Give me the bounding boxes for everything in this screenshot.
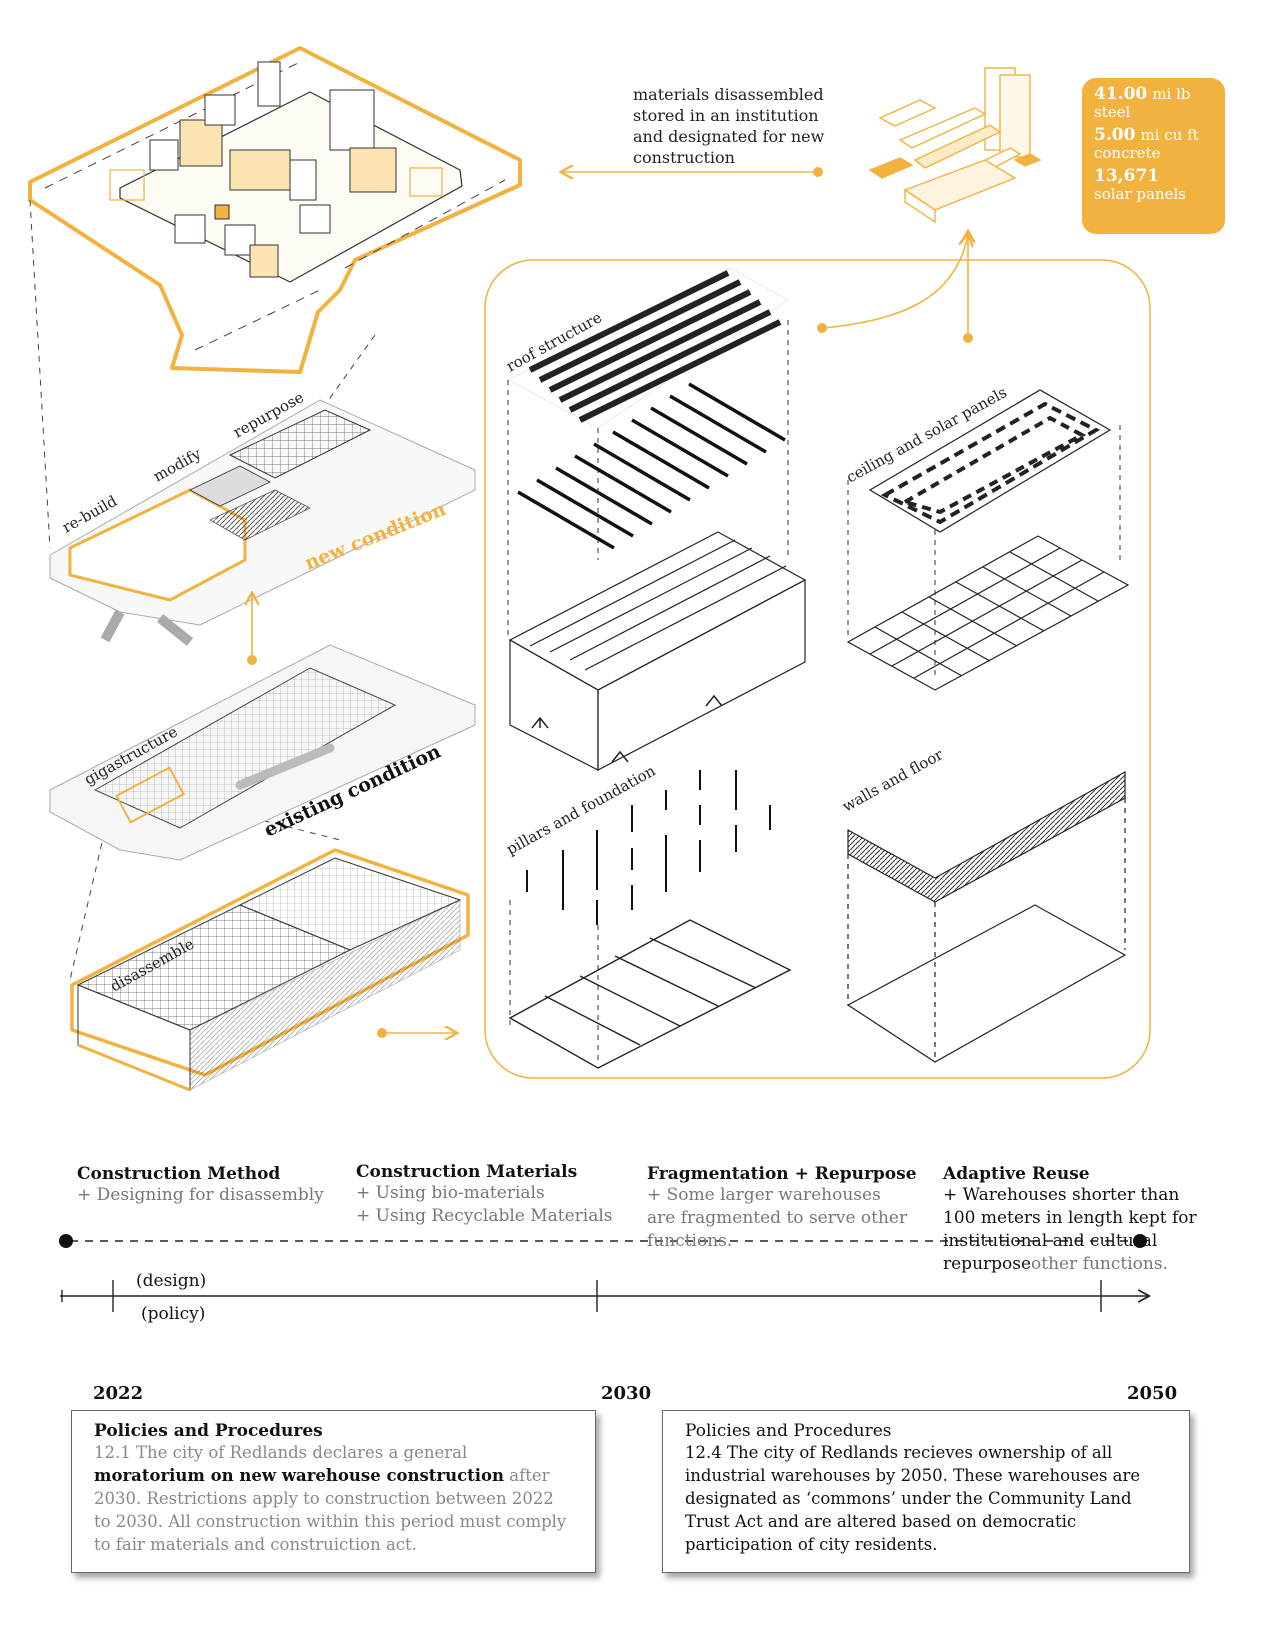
beams-drawing	[517, 382, 786, 550]
ceiling-grid-drawing	[846, 535, 1130, 691]
exploded-view-frame	[484, 259, 1151, 1079]
walls-floor-drawing	[846, 770, 1127, 1063]
warehouse-drawing	[70, 848, 470, 1092]
callout-line: construction	[633, 148, 735, 167]
policy-emphasis: moratorium on new warehouse construction	[94, 1466, 505, 1485]
stat-steel: 41.00 mi lb steel	[1094, 84, 1213, 121]
policy-body: 12.1 The city of Redlands declares a gen…	[94, 1441, 573, 1556]
stat-value: 5.00	[1094, 125, 1136, 145]
year-2050: 2050	[1127, 1383, 1178, 1404]
roof-structure-drawing	[507, 267, 789, 640]
strategy-line: + Using Recyclable Materials	[356, 1206, 613, 1226]
stat-value: 13,671	[1094, 166, 1160, 186]
strategy-line: + Using bio-materials	[356, 1183, 545, 1203]
materials-stat-box: 41.00 mi lb steel 5.00 mi cu ft concrete…	[1082, 78, 1225, 234]
policy-title: Policies and Procedures	[94, 1421, 323, 1441]
stat-unit: mi cu ft	[1140, 126, 1199, 144]
strategy-line: are fragmented to serve other	[647, 1208, 908, 1228]
solar-panels-drawing	[868, 389, 1112, 533]
stat-concrete: 5.00 mi cu ft concrete	[1094, 125, 1213, 162]
policy-box-2022: Policies and Procedures 12.1 The city of…	[71, 1410, 596, 1573]
policy-text: after 2030. Restrictions apply to constr…	[94, 1466, 567, 1554]
stat-desc: concrete	[1094, 144, 1161, 162]
callout-line: and designated for new	[633, 127, 825, 146]
strategy-line: + Designing for disassembly	[77, 1185, 324, 1205]
strategy-title: Construction Materials	[356, 1162, 578, 1182]
policy-text: 12.1 The city of Redlands declares a gen…	[94, 1443, 468, 1462]
stat-value: 41.00	[1094, 84, 1148, 104]
strategy-line-last: repurposeother functions.	[943, 1253, 1243, 1276]
pillars-drawing	[526, 770, 771, 925]
year-2022: 2022	[93, 1383, 144, 1404]
strategy-fragmentation: Fragmentation + Repurpose + Some larger …	[647, 1164, 917, 1253]
label-pillars-foundation: pillars and foundation	[503, 761, 659, 858]
policy-label: (policy)	[141, 1304, 206, 1324]
stat-unit: mi lb	[1152, 85, 1191, 103]
strategy-line: + Some larger warehouses	[647, 1185, 881, 1205]
stat-desc: solar panels	[1094, 185, 1186, 203]
strategy-line: 100 meters in length kept for	[943, 1208, 1197, 1228]
strategy-construction-method: Construction Method + Designing for disa…	[77, 1164, 347, 1207]
year-2030: 2030	[601, 1383, 652, 1404]
strategy-line-tail: other functions.	[1031, 1254, 1168, 1274]
existing-condition-drawing	[49, 644, 476, 861]
strategy-title: Fragmentation + Repurpose	[647, 1164, 917, 1184]
city-block-drawing	[28, 46, 522, 374]
strategy-line: + Warehouses shorter than	[943, 1185, 1180, 1205]
strategy-line: functions.	[647, 1231, 733, 1251]
roof-box-drawing	[508, 531, 807, 771]
policy-body: 12.4 The city of Redlands recieves owner…	[685, 1443, 1141, 1554]
strategy-line: institutional and cultural	[943, 1231, 1158, 1251]
strategy-line-dark: repurpose	[943, 1254, 1032, 1274]
strategy-title: Construction Method	[77, 1164, 281, 1184]
strategy-adaptive-reuse: Adaptive Reuse + Warehouses shorter than…	[943, 1164, 1243, 1276]
stat-solar-panels: 13,671 solar panels	[1094, 166, 1213, 203]
materials-pile-drawing	[868, 67, 1042, 224]
policy-box-2050: Policies and Procedures 12.4 The city of…	[662, 1410, 1190, 1573]
stat-desc: steel	[1094, 103, 1131, 121]
foundation-drawing	[508, 919, 792, 1069]
callout-line: stored in an institution	[633, 106, 819, 125]
label-walls-floor: walls and floor	[839, 745, 946, 815]
design-label: (design)	[136, 1271, 207, 1291]
callout-line: materials disassembled	[633, 85, 824, 104]
strategy-construction-materials: Construction Materials + Using bio-mater…	[356, 1162, 626, 1228]
materials-callout: materials disassembled stored in an inst…	[633, 84, 838, 168]
new-condition-drawing	[49, 399, 476, 646]
timeline-start-dot	[59, 1234, 73, 1248]
policy-title: Policies and Procedures	[685, 1421, 892, 1441]
timeline-end-dot	[1133, 1234, 1147, 1248]
strategy-title: Adaptive Reuse	[943, 1164, 1090, 1184]
